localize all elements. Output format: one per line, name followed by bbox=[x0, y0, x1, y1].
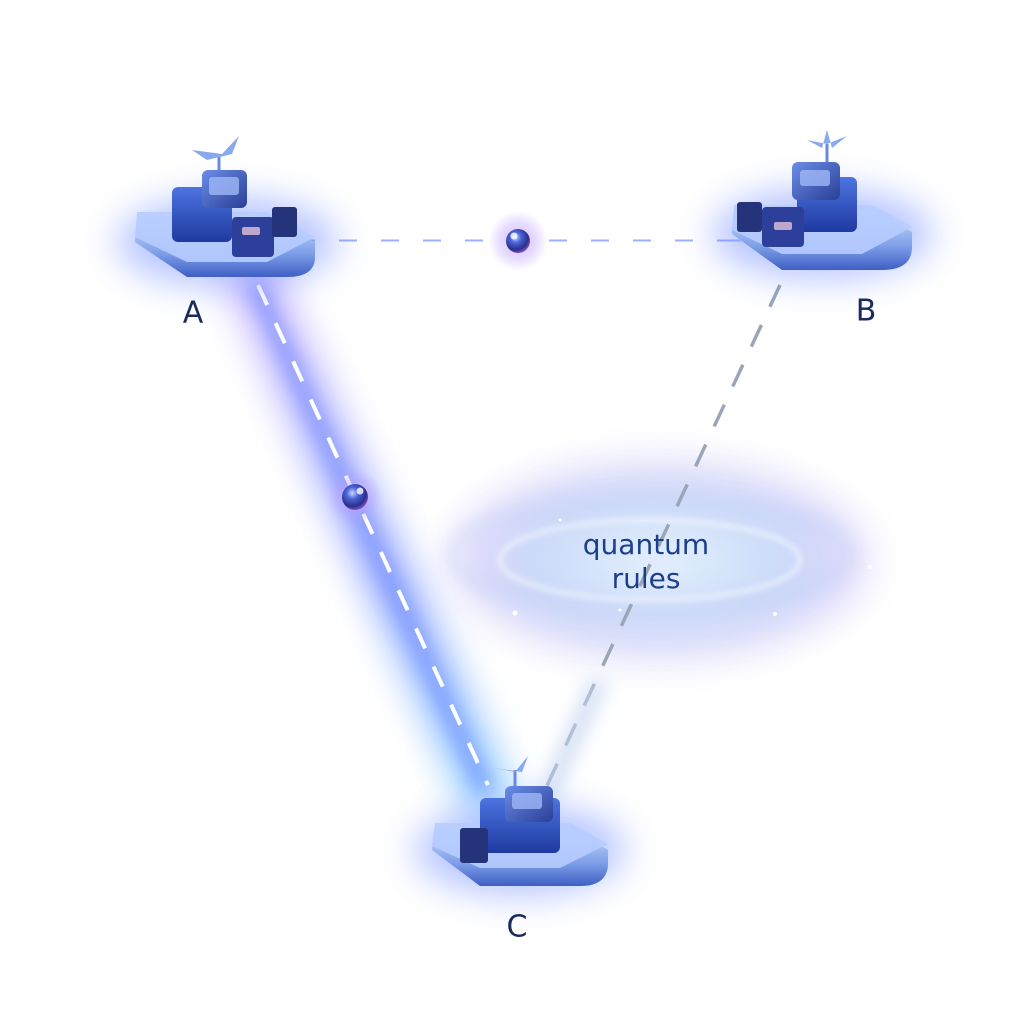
node-label-a: A bbox=[182, 295, 204, 331]
particle-a-c bbox=[327, 469, 383, 525]
edge-b-c bbox=[536, 284, 782, 804]
cloud-caption: quantum rules bbox=[583, 528, 709, 596]
cloud-caption-line1: quantum bbox=[582, 528, 710, 561]
cloud-caption-line2: rules bbox=[611, 562, 681, 595]
server-node-a[interactable] bbox=[117, 136, 337, 287]
quantum-cloud bbox=[430, 450, 890, 670]
node-label-b: B bbox=[855, 293, 877, 329]
server-node-c[interactable] bbox=[415, 756, 625, 895]
node-label-c: C bbox=[506, 909, 528, 945]
edge-a-c bbox=[230, 260, 510, 815]
server-node-b[interactable] bbox=[712, 130, 932, 279]
particle-a-b bbox=[488, 211, 548, 271]
